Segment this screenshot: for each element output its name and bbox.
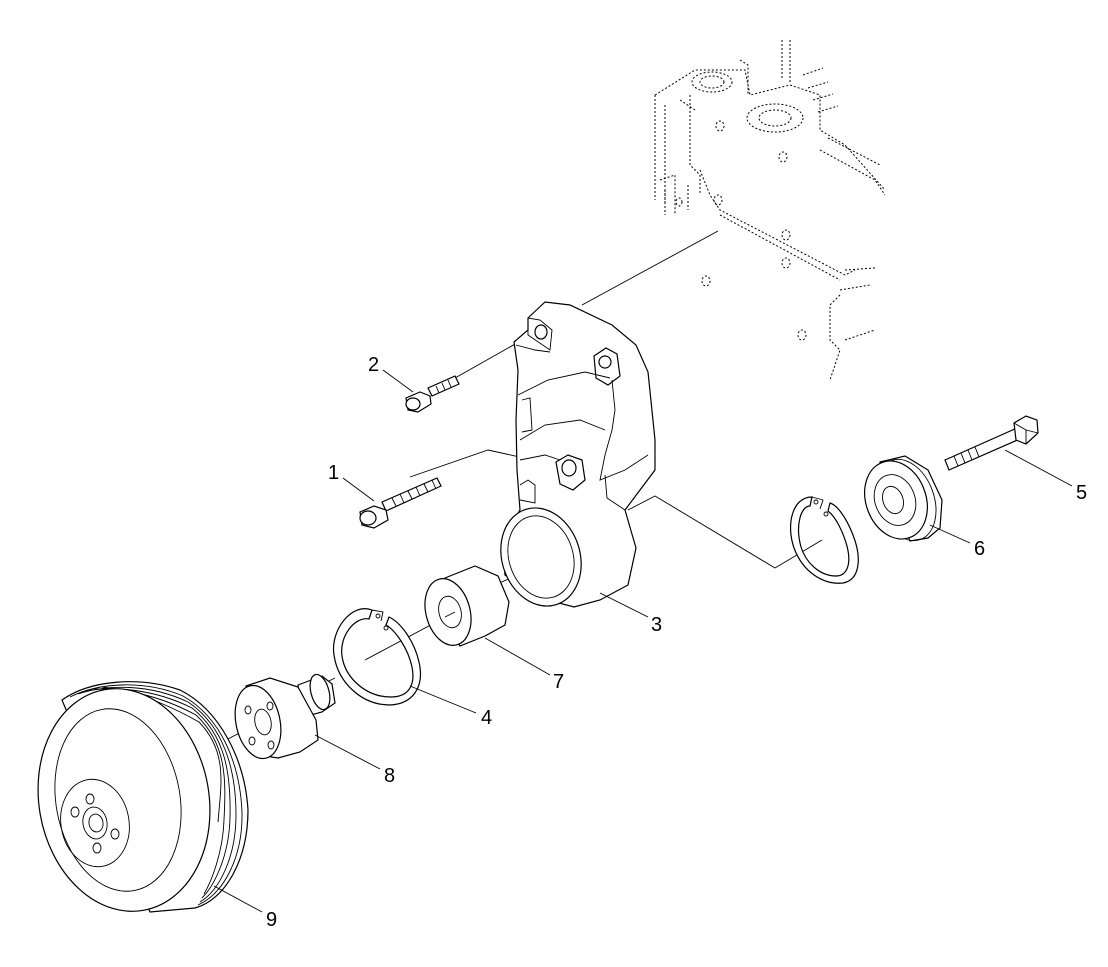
callout-label-6: 6: [974, 538, 985, 560]
callout-label-2: 2: [368, 354, 379, 376]
snap-ring-part-4: [332, 608, 421, 706]
callout-label-9: 9: [266, 909, 277, 931]
roller-part-6: [864, 455, 943, 542]
callout-leaders: [213, 369, 1073, 913]
bolt-part-5: [944, 415, 1039, 471]
callout-label-5: 5: [1076, 482, 1087, 504]
bolt-part-2: [405, 375, 460, 413]
callout-label-8: 8: [384, 765, 395, 787]
callout-label-4: 4: [481, 707, 492, 729]
callout-label-7: 7: [553, 671, 564, 693]
snap-ring-right: [790, 496, 859, 584]
hub-part-8: [234, 673, 336, 760]
callout-label-1: 1: [328, 462, 339, 484]
callout-numbers: 1 2 3 4 5 6 7 8 9: [266, 354, 1087, 931]
pulley-part-9: [37, 681, 249, 913]
callout-label-3: 3: [651, 614, 662, 636]
engine-block-outline: [654, 40, 886, 381]
bolt-part-1: [359, 477, 442, 529]
bracket-part-3: [500, 301, 656, 608]
bushing-part-7: [424, 565, 510, 647]
